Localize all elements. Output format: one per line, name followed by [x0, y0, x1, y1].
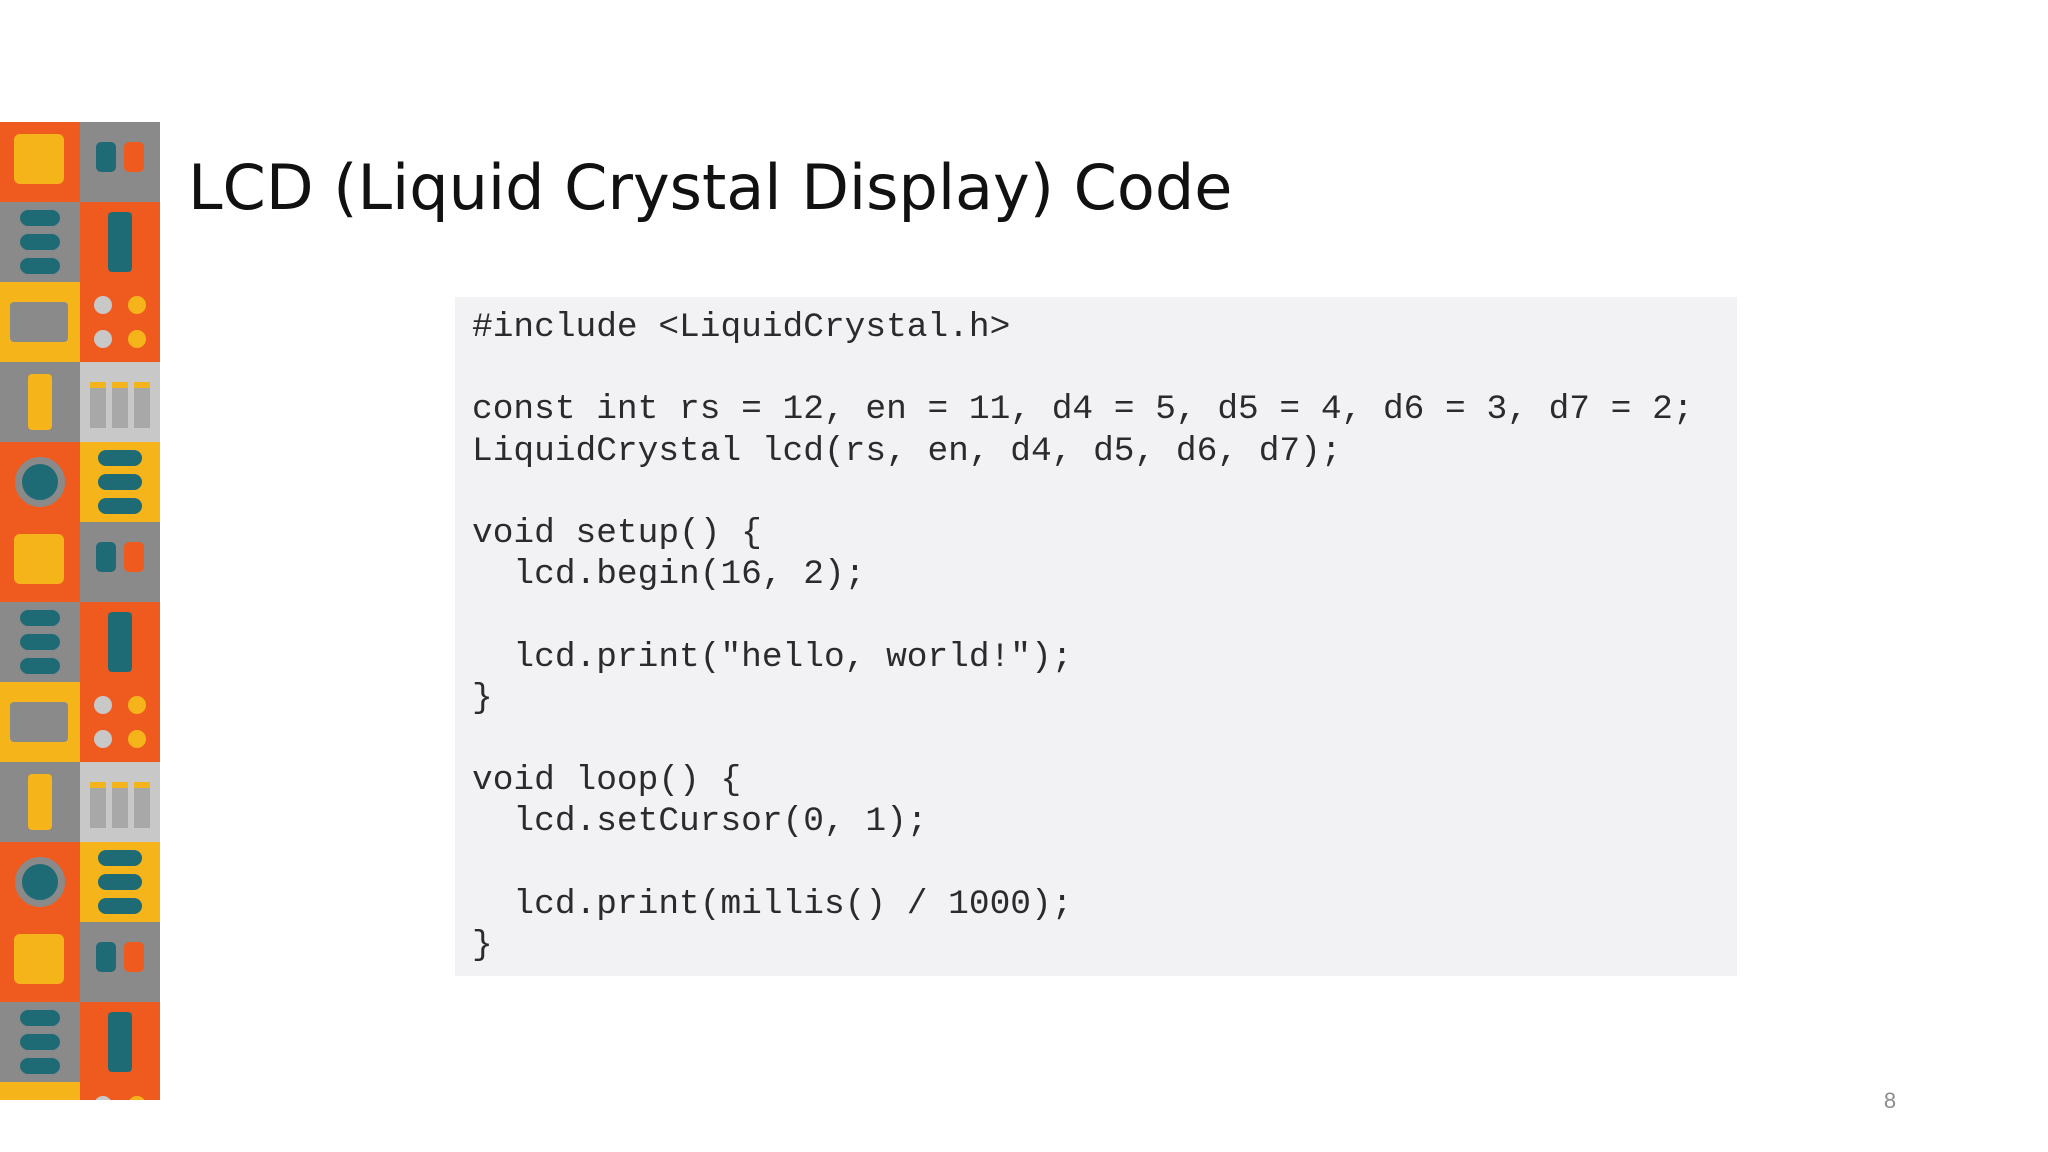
- electronic-components-pattern-icon: [0, 122, 160, 1100]
- component-shape: [98, 898, 142, 914]
- code-line: lcd.setCursor(0, 1);: [472, 802, 928, 842]
- component-shape: [108, 212, 132, 272]
- slide-title: LCD (Liquid Crystal Display) Code: [188, 151, 1233, 224]
- code-line: lcd.print("hello, world!");: [472, 637, 1073, 677]
- component-shape: [20, 658, 60, 674]
- component-shape: [112, 382, 128, 428]
- component-shape: [20, 1034, 60, 1050]
- component-shape: [20, 1010, 60, 1026]
- component-shape: [112, 782, 128, 828]
- component-tile: [0, 202, 80, 282]
- code-line: [472, 719, 1737, 760]
- component-shape: [14, 934, 64, 984]
- component-tile: [80, 602, 160, 682]
- component-shape: [90, 782, 106, 828]
- component-shape: [15, 857, 65, 907]
- component-tile: [0, 362, 80, 442]
- code-line: [472, 595, 1737, 636]
- component-shape: [90, 382, 106, 428]
- component-tile: [80, 202, 160, 282]
- component-shape: [20, 234, 60, 250]
- component-shape: [108, 1012, 132, 1072]
- component-shape: [108, 612, 132, 672]
- code-block: #include <LiquidCrystal.h> const int rs =…: [455, 297, 1737, 976]
- component-shape: [96, 942, 116, 972]
- component-shape: [134, 382, 150, 428]
- component-shape: [20, 634, 60, 650]
- component-tile: [80, 682, 160, 762]
- component-shape: [20, 210, 60, 226]
- component-tile: [80, 1082, 160, 1100]
- component-shape: [128, 730, 146, 748]
- code-line: const int rs = 12, en = 11, d4 = 5, d5 =…: [472, 390, 1694, 430]
- component-shape: [10, 702, 68, 742]
- code-line: void setup() {: [472, 513, 762, 553]
- component-shape: [14, 134, 64, 184]
- page-number: 8: [1883, 1088, 1897, 1113]
- component-shape: [98, 498, 142, 514]
- component-shape: [128, 330, 146, 348]
- component-shape: [20, 610, 60, 626]
- component-shape: [98, 474, 142, 490]
- component-tile: [80, 282, 160, 362]
- code-line: lcd.begin(16, 2);: [472, 555, 866, 595]
- component-tile: [0, 122, 80, 202]
- component-shape: [128, 696, 146, 714]
- component-shape: [20, 258, 60, 274]
- component-shape: [124, 542, 144, 572]
- component-tile: [0, 1082, 80, 1100]
- component-tile: [0, 1002, 80, 1082]
- component-tile: [0, 762, 80, 842]
- component-tile: [80, 1002, 160, 1082]
- code-line: [472, 842, 1737, 883]
- component-shape: [28, 774, 52, 830]
- component-shape: [98, 874, 142, 890]
- component-tile: [0, 282, 80, 362]
- component-shape: [98, 450, 142, 466]
- component-tile: [0, 602, 80, 682]
- component-shape: [10, 302, 68, 342]
- component-tile: [0, 922, 80, 1002]
- component-shape: [96, 542, 116, 572]
- component-shape: [15, 457, 65, 507]
- component-shape: [94, 330, 112, 348]
- component-tile: [80, 522, 160, 602]
- code-line: }: [472, 925, 493, 965]
- component-shape: [20, 1058, 60, 1074]
- component-shape: [128, 1096, 146, 1100]
- component-tile: [80, 362, 160, 442]
- component-shape: [94, 1096, 112, 1100]
- component-tile: [0, 522, 80, 602]
- component-shape: [94, 730, 112, 748]
- component-tile: [0, 442, 80, 522]
- component-shape: [124, 142, 144, 172]
- code-line: #include <LiquidCrystal.h>: [472, 308, 1011, 347]
- component-shape: [94, 296, 112, 314]
- component-tile: [80, 842, 160, 922]
- code-line: LiquidCrystal lcd(rs, en, d4, d5, d6, d7…: [472, 431, 1342, 471]
- component-shape: [98, 850, 142, 866]
- component-shape: [128, 296, 146, 314]
- code-line: void loop() {: [472, 761, 742, 801]
- code-line: lcd.print(millis() / 1000);: [472, 884, 1073, 924]
- component-shape: [124, 942, 144, 972]
- component-tile: [80, 442, 160, 522]
- code-lines: #include <LiquidCrystal.h> const int rs =…: [472, 307, 1737, 966]
- component-tile: [80, 122, 160, 202]
- component-shape: [134, 782, 150, 828]
- component-tile: [0, 842, 80, 922]
- component-tile: [0, 682, 80, 762]
- code-line: }: [472, 678, 493, 718]
- component-tile: [80, 762, 160, 842]
- component-tile: [80, 922, 160, 1002]
- code-line: [472, 472, 1737, 513]
- component-shape: [28, 374, 52, 430]
- component-shape: [96, 142, 116, 172]
- component-shape: [94, 696, 112, 714]
- component-shape: [14, 534, 64, 584]
- code-line: [472, 348, 1737, 389]
